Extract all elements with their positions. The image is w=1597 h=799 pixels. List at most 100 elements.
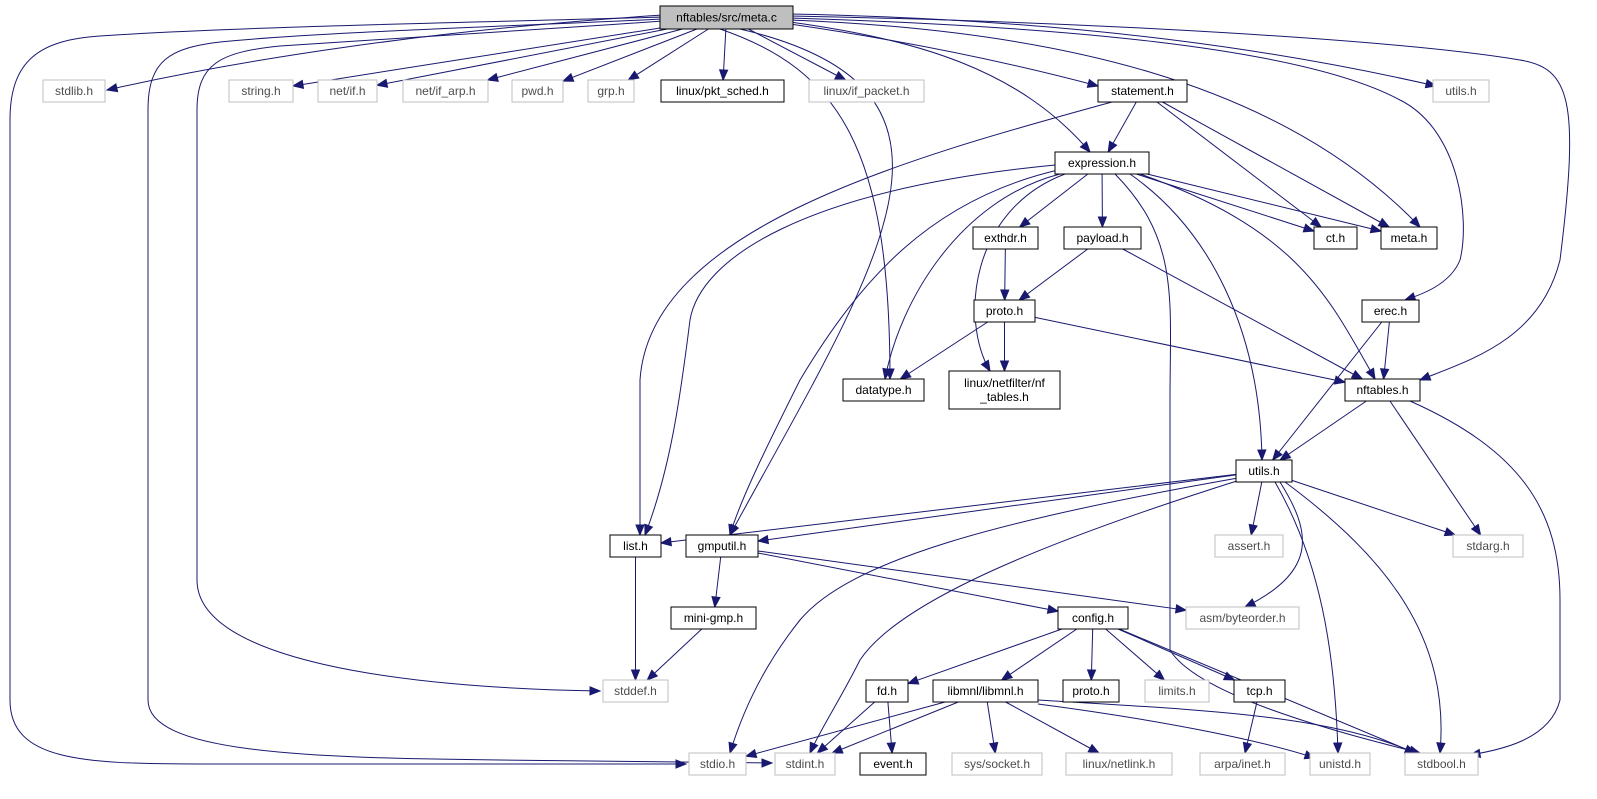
node-payload-h[interactable]: payload.h	[1063, 226, 1142, 250]
node-pkt-sched-h[interactable]: linux/pkt_sched.h	[660, 79, 785, 103]
node-box	[1404, 752, 1479, 776]
arrow-head-icon	[886, 742, 896, 755]
arrow-head-icon	[1369, 224, 1383, 234]
arrow-head-icon	[646, 669, 659, 681]
arrow-head-icon	[1350, 369, 1364, 380]
edge-expression_h-to-payload_h	[1097, 173, 1108, 229]
edge-line	[900, 321, 988, 380]
arrow-head-icon	[659, 537, 672, 547]
edge-statement_h-to-meta_h	[1162, 101, 1391, 228]
node-datatype-h[interactable]: datatype.h	[842, 378, 925, 402]
node-box	[1185, 606, 1300, 630]
node-fd-h[interactable]: fd.h	[865, 679, 909, 703]
edge-line	[817, 701, 875, 754]
edge-list_h-to-stddef_h	[630, 556, 641, 682]
node-utils-h[interactable]: utils.h	[1235, 459, 1293, 483]
edge-expression_h-to-exthdr_h	[1018, 173, 1089, 228]
node-proto-h2[interactable]: proto.h	[1062, 679, 1120, 703]
node-ct-h[interactable]: ct.h	[1313, 226, 1358, 250]
node-label: stdint.h	[786, 757, 825, 771]
edge-line	[644, 164, 1056, 536]
edge-line	[487, 28, 683, 81]
edge-expression_h-to-utils_h	[1129, 173, 1267, 462]
node-label: ct.h	[1326, 231, 1345, 245]
node-statement-h[interactable]: statement.h	[1097, 79, 1188, 103]
node-box	[1097, 79, 1188, 103]
edge-line	[1129, 173, 1263, 461]
edge-line	[789, 13, 1437, 87]
edge-line	[1117, 628, 1235, 681]
node-proto-h[interactable]: proto.h	[973, 299, 1036, 323]
arrow-head-icon	[589, 686, 602, 696]
node-box	[1452, 534, 1524, 558]
node-list-h[interactable]: list.h	[609, 534, 662, 558]
edge-tcp_h-to-arpa_inet_h	[1242, 701, 1258, 755]
edge-line	[1284, 481, 1442, 754]
arrow-head-icon	[899, 369, 912, 380]
node-label: meta.h	[1391, 231, 1428, 245]
node-event-h[interactable]: event.h	[859, 752, 927, 776]
arrow-head-icon	[486, 72, 499, 82]
node-label: unistd.h	[1319, 757, 1361, 771]
arrow-head-icon	[675, 759, 688, 769]
node-box	[42, 79, 106, 103]
edge-line	[628, 28, 709, 81]
edge-meta_c-to-net_if_arp_h	[486, 28, 683, 82]
edge-mini_gmp_h-to-stddef_h	[646, 628, 703, 681]
edge-statement_h-to-list_h	[635, 101, 1113, 537]
edge-line	[376, 28, 668, 86]
node-label: _tables.h	[979, 390, 1029, 404]
node-box	[688, 752, 747, 776]
node-exthdr-h[interactable]: exthdr.h	[972, 226, 1039, 250]
arrow-head-icon	[1086, 78, 1100, 88]
node-box	[1062, 679, 1120, 703]
edge-line	[1156, 101, 1322, 228]
edge-statement_h-to-expression_h	[1107, 101, 1137, 154]
node-gmputil-h[interactable]: gmputil.h	[685, 534, 759, 558]
arrow-head-icon	[816, 742, 829, 754]
arrow-head-icon	[1174, 604, 1188, 614]
edge-line	[292, 27, 661, 87]
node-meta-h[interactable]: meta.h	[1380, 226, 1438, 250]
edge-line	[974, 173, 1066, 372]
node-nftables-h[interactable]: nftables.h	[1344, 378, 1421, 402]
edge-utils_h-to-unistd_h	[1274, 481, 1343, 755]
edge-meta_c-to-stdio_h	[9, 16, 688, 769]
node-label: limits.h	[1158, 684, 1195, 698]
node-label: erec.h	[1374, 304, 1407, 318]
node-libmnl-h[interactable]: libmnl/libmnl.h	[932, 679, 1039, 703]
edge-line	[1146, 173, 1382, 232]
edge-line	[1291, 479, 1456, 536]
node-config-h[interactable]: config.h	[1057, 606, 1129, 630]
edge-utils_h-to-stdio_h	[728, 477, 1239, 755]
node-asm-byteorder-h: asm/byteorder.h	[1185, 606, 1300, 630]
arrow-head-icon	[744, 748, 758, 759]
node-stdlib-h: stdlib.h	[42, 79, 106, 103]
edge-payload_h-to-proto_h	[1018, 248, 1089, 301]
node-label: expression.h	[1068, 156, 1136, 170]
node-tcp-h[interactable]: tcp.h	[1233, 679, 1286, 703]
arrow-head-icon	[644, 523, 654, 537]
arrow-head-icon	[1248, 523, 1258, 537]
node-box	[1380, 226, 1438, 250]
node-expression-h[interactable]: expression.h	[1054, 151, 1150, 175]
arrow-head-icon	[561, 72, 575, 82]
node-label: sys/socket.h	[964, 757, 1030, 771]
node-unistd-h: unistd.h	[1309, 752, 1371, 776]
edge-line	[809, 479, 1241, 754]
arrow-head-icon	[1018, 216, 1031, 228]
node-erec-h[interactable]: erec.h	[1361, 299, 1420, 323]
arrow-head-icon	[630, 669, 641, 682]
node-mini-gmp-h[interactable]: mini-gmp.h	[670, 606, 757, 630]
edge-line	[757, 552, 1059, 612]
edge-line	[196, 20, 664, 692]
arrow-head-icon	[718, 69, 729, 82]
edge-line	[1272, 321, 1383, 461]
edge-libmnl_h-to-stdio_h	[744, 701, 946, 759]
node-nf-tables-h[interactable]: linux/netfilter/nf_tables.h	[948, 370, 1061, 410]
edge-statement_h-to-ct_h	[1156, 101, 1323, 228]
node-box	[602, 679, 669, 703]
node-box	[972, 226, 1039, 250]
node-label: fd.h	[877, 684, 897, 698]
node-meta-c[interactable]: nftables/src/meta.c	[659, 5, 794, 30]
